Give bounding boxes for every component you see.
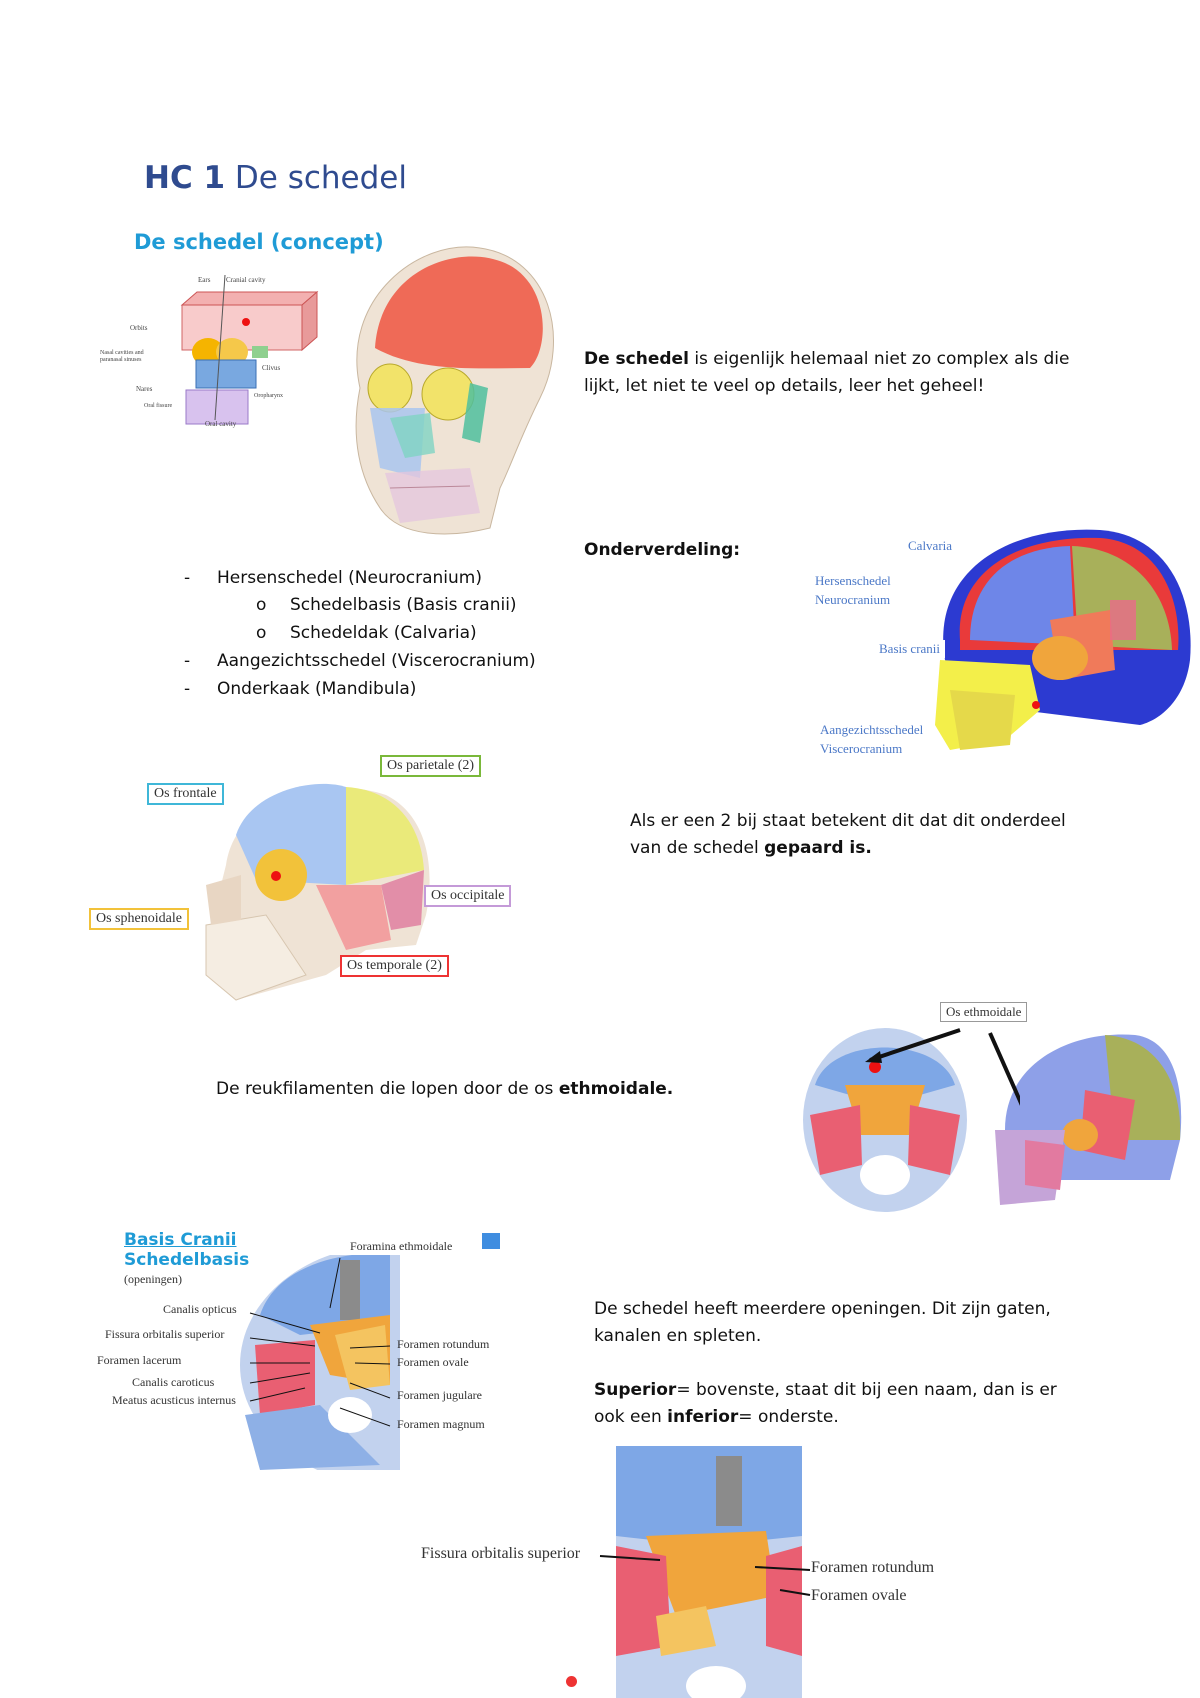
basis-leader-lines	[249, 1258, 391, 1427]
bottom-cranial-base-figure	[616, 1446, 802, 1698]
concept-paragraph: De schedel is eigenlijk helemaal niet zo…	[584, 349, 1070, 396]
list-marker: -	[184, 679, 191, 699]
section-heading: De schedel (concept)	[134, 230, 384, 254]
list-item: Schedelbasis (Basis cranii)	[290, 595, 517, 615]
list-marker: -	[184, 651, 191, 671]
sagittal-skull-figure	[995, 1034, 1182, 1205]
list-marker: o	[256, 623, 267, 643]
figure-label: Foramen lacerum	[97, 1353, 182, 1367]
figure-label: Fissura orbitalis superior	[105, 1327, 225, 1341]
lateral-skull-figure	[205, 783, 430, 1001]
figure-label: Canalis caroticus	[132, 1375, 215, 1389]
figure-label: Os frontale	[147, 783, 224, 805]
figure-label: Foramen ovale	[811, 1587, 907, 1604]
figure-label: Canalis opticus	[163, 1302, 237, 1316]
figure-label: Hersenschedel	[810, 572, 896, 590]
skull-illustration	[355, 246, 554, 535]
page-title: HC 1 De schedel	[144, 160, 407, 196]
svg-text:Nasal cavities and: Nasal cavities and	[100, 350, 144, 356]
figure-label: Fissura orbitalis superior	[421, 1545, 581, 1562]
figure-label: Foramen ovale	[397, 1355, 469, 1369]
bottom-leader-lines	[599, 1555, 811, 1596]
figure-label: Os occipitale	[424, 885, 512, 907]
openingen-paragraph: De schedel heeft meerdere openingen. Dit…	[594, 1299, 1051, 1346]
figure-label: Foramen jugulare	[397, 1388, 482, 1402]
basis-heading: Basis Cranii Schedelbasis (openingen)	[124, 1230, 250, 1286]
svg-text:Ears: Ears	[198, 276, 211, 284]
figure-label: Meatus acusticus internus	[112, 1393, 236, 1407]
svg-text:Nares: Nares	[136, 385, 153, 393]
svg-text:Oral fissure: Oral fissure	[144, 402, 172, 409]
figure-label: Os parietale (2)	[380, 755, 482, 777]
svg-text:Oral cavity: Oral cavity	[205, 420, 237, 428]
minus-button[interactable]	[482, 1233, 500, 1249]
figure-label: Os temporale (2)	[340, 955, 449, 977]
figure-label: Os sphenoidale	[89, 908, 189, 930]
figure-label: Basis cranii	[874, 640, 946, 658]
concept-block-diagram: Ears Cranial cavity Orbits Nasal cavitie…	[100, 274, 319, 428]
list-item: Aangezichtsschedel (Viscerocranium)	[217, 651, 536, 671]
list-marker: o	[256, 595, 267, 615]
figure-label: Foramen rotundum	[811, 1559, 935, 1576]
onderverdeling-heading: Onderverdeling:	[584, 540, 741, 560]
svg-text:Oropharynx: Oropharynx	[254, 393, 283, 399]
ethmoid-paragraph: De reukfilamenten die lopen door de os e…	[216, 1079, 674, 1099]
list-item: Onderkaak (Mandibula)	[217, 679, 417, 699]
figure-label: Os ethmoidale	[940, 1002, 1028, 1022]
figure-label: Aangezichtsschedel	[815, 721, 929, 739]
figure-label: Foramina ethmoidale	[350, 1239, 453, 1253]
svg-text:Orbits: Orbits	[130, 324, 148, 332]
skull-division-figure	[935, 529, 1191, 750]
svg-text:Clivus: Clivus	[262, 364, 281, 372]
list-item: Hersenschedel (Neurocranium)	[217, 568, 482, 588]
svg-text:paranasal sinuses: paranasal sinuses	[100, 357, 142, 363]
red-dot	[566, 1676, 577, 1687]
ethmoid-arrows	[865, 1028, 1020, 1106]
figure-label: Calvaria	[903, 537, 958, 555]
basis-cranii-figure	[240, 1255, 400, 1470]
gepaard-paragraph: Als er een 2 bij staat betekent dit dat …	[630, 811, 1066, 858]
superior-paragraph: Superior= bovenste, staat dit bij een na…	[594, 1380, 1057, 1427]
figure-label: Viscerocranium	[815, 740, 908, 758]
list-marker: -	[184, 568, 191, 588]
cranial-base-figure	[803, 1028, 967, 1212]
svg-text:Cranial cavity: Cranial cavity	[226, 276, 266, 284]
figure-label: Foramen magnum	[397, 1417, 485, 1431]
figure-label: Foramen rotundum	[397, 1337, 490, 1351]
figure-label: Neurocranium	[810, 591, 896, 609]
list-item: Schedeldak (Calvaria)	[290, 623, 477, 643]
